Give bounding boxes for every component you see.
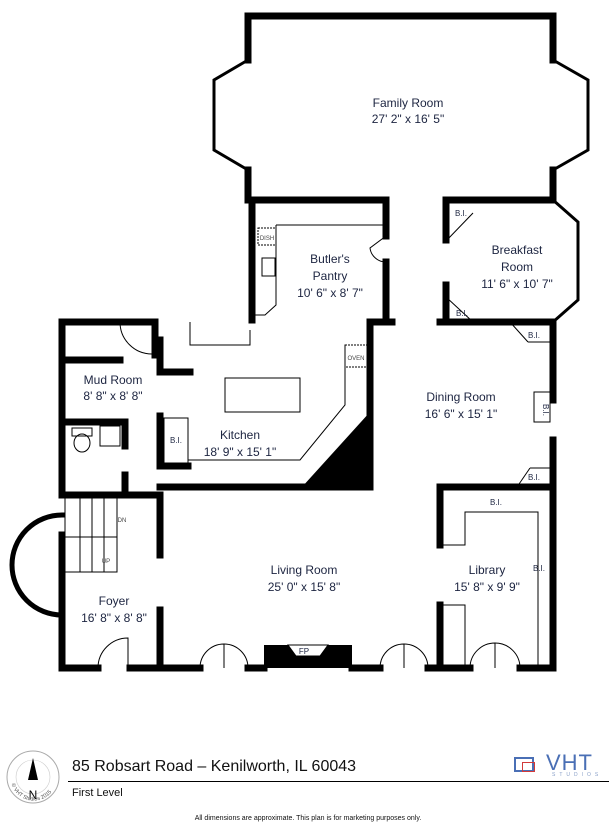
- living-room-dims: 25' 0" x 15' 8": [268, 580, 340, 594]
- fixtures: [9, 212, 553, 669]
- logo-text: VHT: [546, 750, 593, 775]
- mud-room-name: Mud Room: [84, 373, 143, 387]
- dishwasher-label: DISH: [260, 236, 274, 242]
- bi-label: B.I.: [490, 498, 502, 507]
- bi-label: B.I.: [528, 331, 540, 340]
- logo-subtext: STUDIOS: [552, 772, 603, 778]
- butlers-pantry-dims: 10' 6" x 8' 7": [297, 286, 363, 300]
- breakfast-room-name-2: Room: [501, 260, 533, 274]
- bi-label: B.I.: [533, 564, 545, 573]
- bi-label: B.I.: [455, 209, 467, 218]
- oven-label: OVEN: [347, 356, 364, 362]
- property-address: 85 Robsart Road – Kenilworth, IL 60043: [72, 758, 357, 775]
- fixture-labels: B.I. B.I. B.I. B.I. B.I. B.I. B.I. B.I. …: [102, 209, 550, 656]
- stairs-up-label: UP: [102, 559, 110, 565]
- divider: [68, 781, 609, 782]
- butlers-pantry-name-2: Pantry: [313, 269, 348, 283]
- floor-level: First Level: [72, 787, 123, 799]
- family-room-dims: 27' 2" x 16' 5": [372, 112, 444, 126]
- stairs-down-label: DN: [118, 518, 127, 524]
- breakfast-room-name-1: Breakfast: [492, 243, 543, 257]
- compass-letter: N: [29, 788, 38, 802]
- room-labels: Family Room 27' 2" x 16' 5" Breakfast Ro…: [81, 96, 553, 625]
- logo-mark-red: [522, 762, 535, 772]
- butlers-pantry-name-1: Butler's: [310, 252, 350, 266]
- breakfast-room-dims: 11' 6" x 10' 7": [481, 277, 553, 291]
- mud-room-dims: 8' 8" x 8' 8": [83, 389, 142, 403]
- fireplace-label: FP: [299, 647, 309, 656]
- dining-room-dims: 16' 6" x 15' 1": [425, 407, 497, 421]
- bi-label: B.I.: [170, 436, 182, 445]
- bi-label: B.I.: [541, 404, 550, 416]
- foyer-dims: 16' 8" x 8' 8": [81, 611, 147, 625]
- foyer-name: Foyer: [99, 594, 130, 608]
- bi-label: B.I.: [456, 309, 468, 318]
- family-room-name: Family Room: [373, 96, 444, 110]
- living-room-name: Living Room: [271, 563, 338, 577]
- bi-label: B.I.: [528, 473, 540, 482]
- library-name: Library: [469, 563, 506, 577]
- kitchen-name: Kitchen: [220, 428, 260, 442]
- vht-studios-logo: VHT STUDIOS: [512, 750, 612, 780]
- walls: [58, 12, 590, 672]
- dining-room-name: Dining Room: [426, 390, 495, 404]
- compass-icon: N © VHT Studios 2015: [6, 750, 60, 804]
- library-dims: 15' 8" x 9' 9": [454, 580, 520, 594]
- kitchen-dims: 18' 9" x 15' 1": [204, 445, 276, 459]
- disclaimer: All dimensions are approximate. This pla…: [194, 815, 422, 822]
